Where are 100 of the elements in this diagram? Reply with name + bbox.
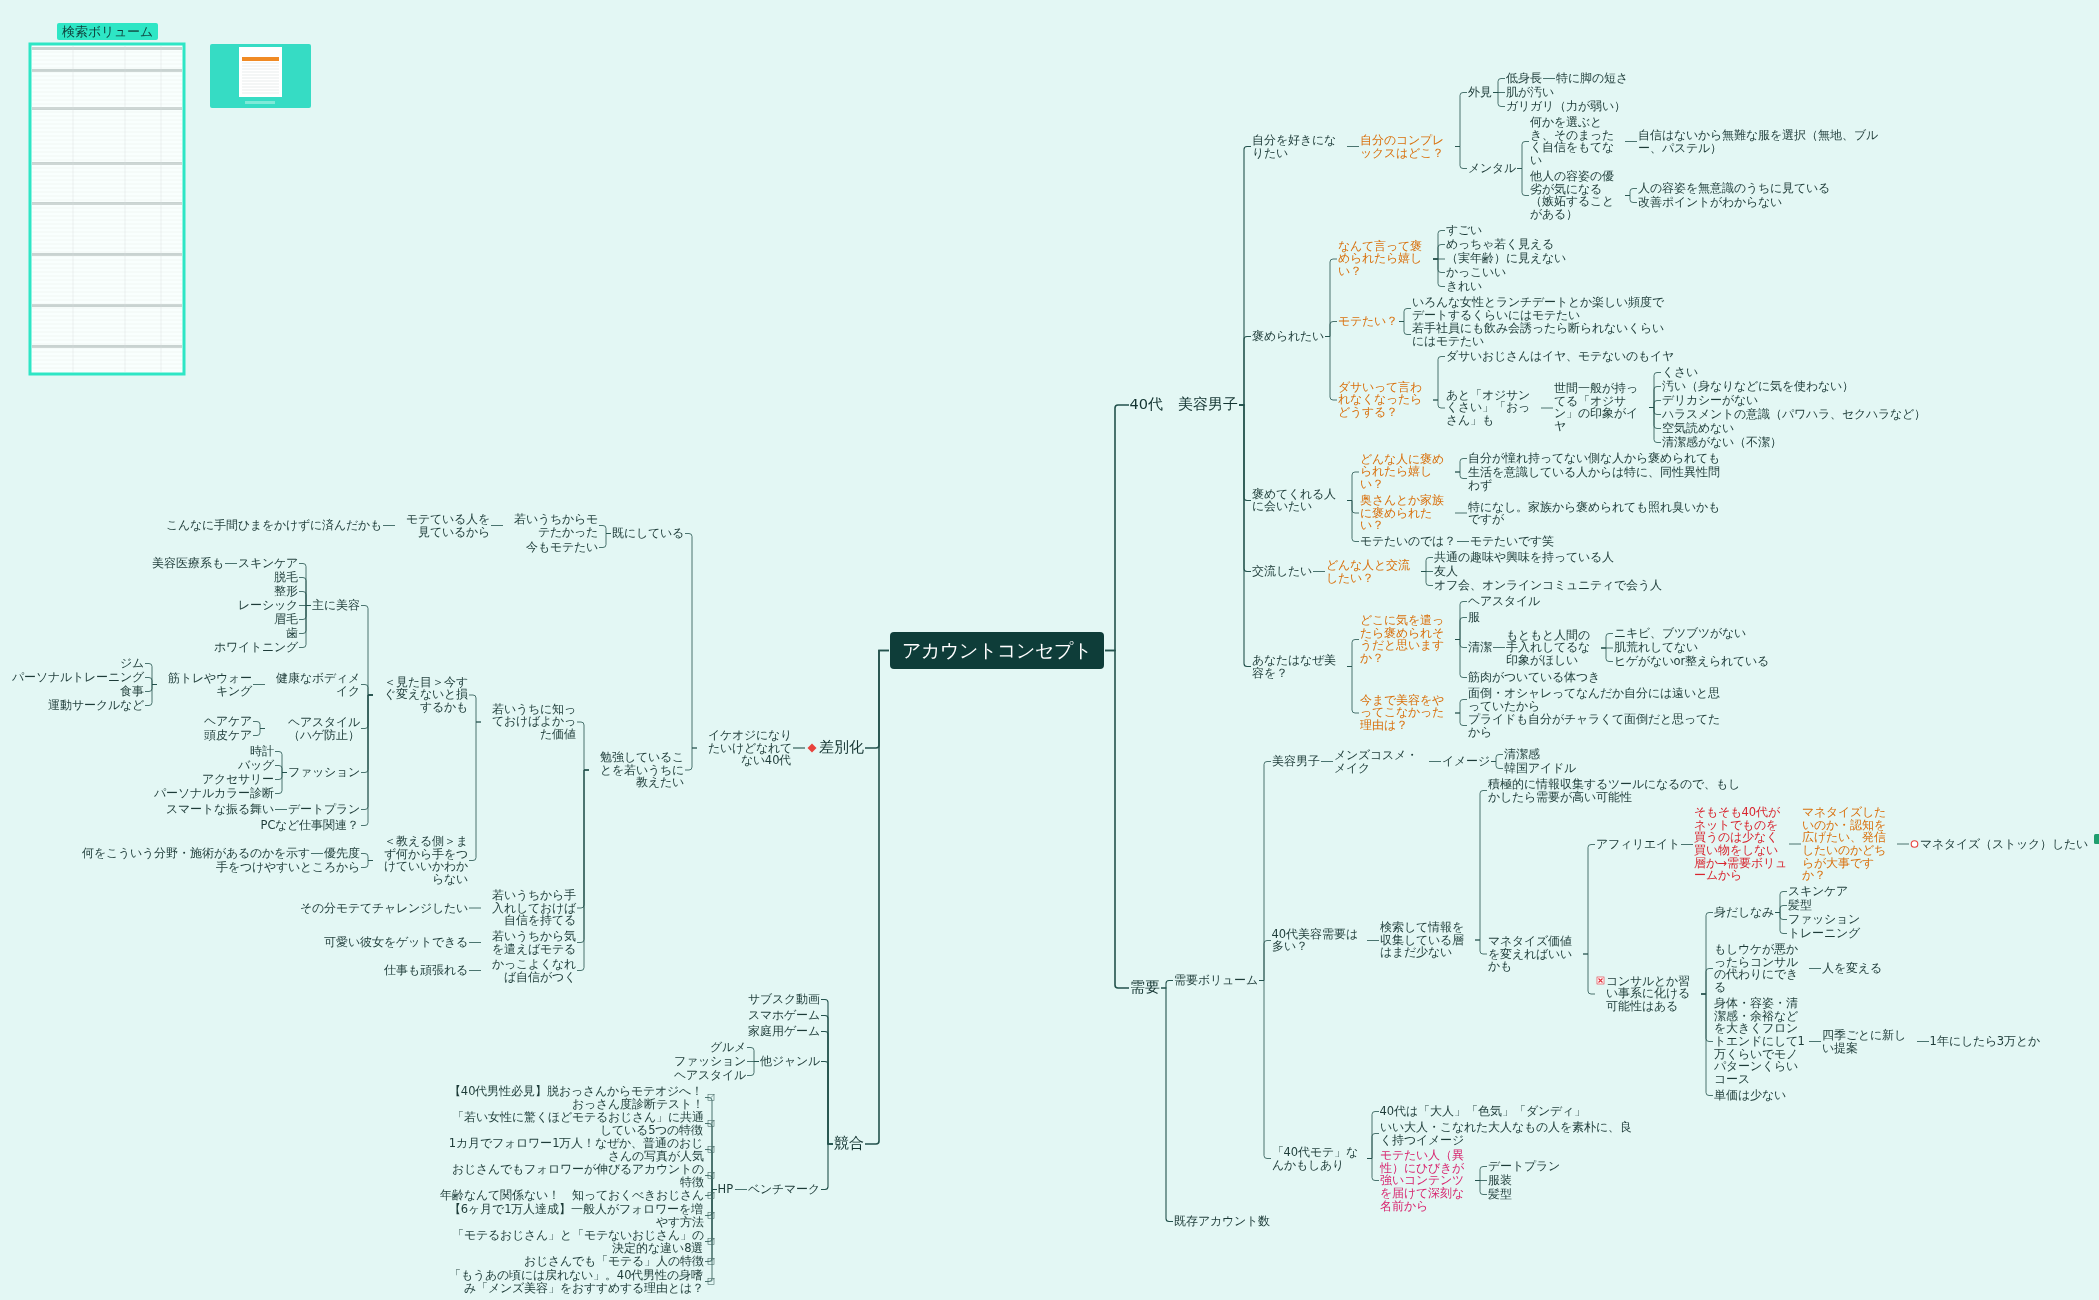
topic-text: その分モテてチャレンジしたい (299, 901, 468, 915)
topic-text: 仕事も頑張れる (383, 964, 468, 977)
connector-line (1398, 321, 1412, 335)
topic-text: スマホゲーム (747, 1009, 820, 1022)
topic-text: メンズコスメ・メイク (1333, 749, 1428, 775)
topic-text: 需要ボリューム (1173, 973, 1258, 987)
topic-text: 食事 (119, 685, 144, 698)
topic-text: 健康なボディメイク (265, 672, 360, 698)
topic-text: ファッション (1787, 913, 1860, 926)
topic-text: 他人の容姿の優劣が気になる（嫉妬することがある） (1529, 170, 1624, 221)
topic-text: ヒゲがないor整えられている (1613, 655, 1770, 668)
connector-line (1542, 78, 1556, 79)
topic-text: ジム (119, 657, 144, 670)
topic-text: 若手社員にも飲み会誘ったら断られないくらいにはモテたい (1411, 322, 1667, 348)
connector-line (1454, 512, 1468, 514)
topic-text: 【6ヶ月で1万人達成】一般人がフォロワーを増やす方法 (448, 1203, 704, 1229)
topic-text: スマートな振る舞い (165, 803, 274, 816)
topic-text: ガリガリ（力が弱い） (1505, 100, 1626, 113)
topic-text: スキンケア (237, 557, 298, 570)
connector-line (1896, 843, 1910, 845)
topic-text: ファッション (287, 766, 360, 779)
topic-text: アクセサリー (201, 773, 274, 786)
topic-text: 特になし。家族から褒められても照れ臭いかもですが (1467, 500, 1723, 526)
topic-text: きれい (1445, 280, 1482, 293)
connector-line (1258, 980, 1272, 1159)
topic-text: 他ジャンル (759, 1055, 820, 1068)
topic-text: 可愛い彼女をゲットできる (323, 936, 468, 949)
topic-text: 特に脚の短さ (1555, 72, 1628, 85)
topic-text: 既存アカウント数 (1173, 1215, 1270, 1228)
topic-text: 肌荒れしてない (1613, 641, 1698, 654)
topic-text: 1カ月でフォロワー1万人！なぜか、普通のおじさんの写真が人気 (448, 1137, 704, 1163)
connector-line (490, 525, 504, 526)
topic-text: 韓国アイドル (1503, 762, 1576, 775)
connector-line (274, 809, 288, 810)
topic-text: 世間一般が持ってる「オジサン」の印象がイヤ (1553, 382, 1648, 433)
topic-text: めっちゃ若く見える (1445, 238, 1554, 251)
topic-text: 美容男子 (1271, 755, 1320, 768)
topic-text: オフ会、オンラインコミュニティで会う人 (1433, 579, 1662, 592)
topic-text: 単価は少ない (1713, 1089, 1786, 1102)
topic-text: かっこよくなれば自信がつく (481, 958, 576, 984)
topic-text: 肌が汚い (1505, 86, 1554, 99)
topic-text: 自信はないから無難な服を選択（無地、ブルー、パステル） (1637, 129, 1893, 155)
connector-line (684, 747, 698, 771)
topic-text: モテたいです笑 (1469, 535, 1554, 548)
topic-text: 身体・容姿・清潔感・余裕などを大きくフロントエンドにして1万くらいでモノパターンくらいコース (1713, 997, 1808, 1086)
topic-text: 1年にしたら3万とか (1929, 1035, 2041, 1048)
topic-text: 清潔感 (1503, 748, 1540, 761)
topic-text: スキンケア (1787, 885, 1848, 898)
topic-text: バッグ (237, 759, 274, 772)
connector-line (1648, 407, 1662, 443)
topic-text: 服装 (1487, 1174, 1512, 1187)
topic-text: 筋肉がついている体つき (1467, 671, 1600, 684)
branch-topic: 40代 美容男子 (1129, 397, 1238, 413)
topic-text: 脱毛 (273, 571, 298, 584)
topic-text: コンサルとか習い事系に化ける可能性はある (1605, 974, 1700, 1013)
topic-text: マネタイズ価値を変えればいいかも (1487, 935, 1582, 973)
connector-line (1454, 471, 1468, 479)
topic-text: 人の容姿を無意識のうちに見ている (1637, 182, 1830, 195)
connector-line (224, 563, 238, 564)
connector-line (598, 533, 612, 548)
question-text: 今まで美容をやってこなかった理由は？ (1359, 693, 1454, 732)
topic-text: ハラスメントの意識（パワハラ、セクハラなど） (1661, 408, 1926, 421)
connector-line (1492, 647, 1506, 648)
connector-line (1324, 336, 1338, 401)
connector-line (1104, 649, 1130, 989)
topic-text: レーシック (237, 599, 298, 612)
topic-text: モテたいのでは？ (1359, 535, 1456, 548)
topic-text: 自分を好きになりたい (1251, 134, 1346, 160)
note-text: モテたい人（異性）にひびきが強いコンテンツを届けて深刻な名前から (1379, 1149, 1474, 1213)
connector-line (1454, 146, 1468, 169)
topic-text: 人を変える (1821, 962, 1882, 975)
connector-line (274, 772, 288, 794)
topic-text: 既にしている (611, 527, 684, 540)
question-text: どんな人に褒められたら嬉しい？ (1359, 452, 1454, 491)
connector-line (1490, 761, 1504, 769)
topic-text: メンタル (1467, 162, 1516, 175)
question-text: どんな人と交流したい？ (1325, 559, 1420, 585)
topic-text: アフィリエイト (1595, 837, 1680, 851)
topic-text: もしウケが悪かったらコンサルの代わりにできる (1713, 943, 1808, 994)
topic-text: 手をつけやすいところから (215, 861, 360, 874)
topic-text: 筋トレやウォーキング (157, 672, 252, 698)
topic-text: 交流したい (1251, 565, 1312, 578)
topic-text: 歯 (285, 627, 298, 640)
connector-line (864, 649, 890, 1145)
connector-line (1492, 92, 1506, 107)
topic-text: 四季ごとに新しい提案 (1821, 1029, 1916, 1055)
topic-text: ホワイトニング (213, 641, 298, 654)
topic-text: ニキビ、ブツブツがない (1613, 627, 1746, 640)
connector-line (1346, 666, 1360, 714)
connector-line (1680, 844, 1694, 845)
connector-line (1788, 843, 1802, 845)
connector-line (252, 728, 266, 736)
connector-line (1320, 761, 1334, 762)
topic-text: トレーニング (1787, 927, 1860, 940)
connector-line (1474, 1180, 1488, 1195)
topic-text: くさい (1661, 366, 1698, 379)
connector-line (1774, 912, 1788, 934)
connector-line (820, 1143, 834, 1191)
connector-line (1432, 399, 1446, 409)
topic-text: 友人 (1433, 565, 1458, 578)
